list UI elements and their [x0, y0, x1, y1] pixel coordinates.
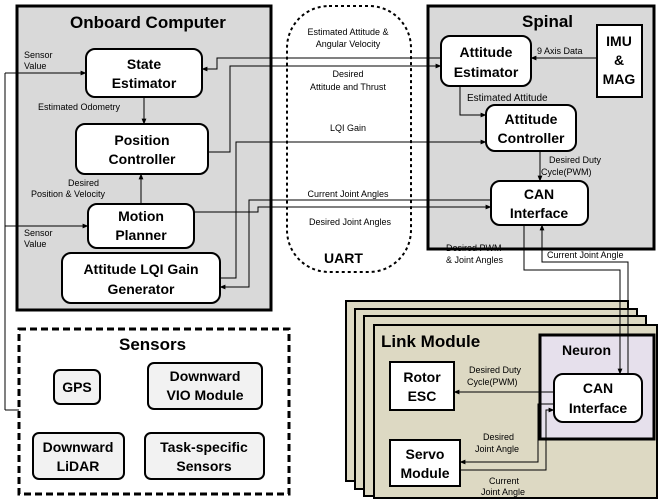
desired-att-thrust-line-2: Attitude and Thrust — [310, 82, 386, 92]
downward-vio-label-2: VIO Module — [167, 387, 244, 403]
current-joint-angle-label: Current Joint Angle — [547, 250, 624, 260]
imu-mag-block — [596, 24, 643, 98]
downward-lidar-label-2: LiDAR — [57, 458, 100, 474]
downward-lidar-label-1: Downward — [43, 439, 114, 455]
desired-duty-spinal-line-2: Cycle(PWM) — [541, 167, 592, 177]
downward-vio-label-1: Downward — [170, 368, 241, 384]
imu-label-2: & — [614, 52, 624, 68]
motion-planner-label-1: Motion — [118, 208, 164, 224]
task-sensors-label-2: Sensors — [176, 458, 231, 474]
lqi-generator-label-1: Attitude LQI Gain — [83, 261, 198, 277]
state-estimator-label-2: Estimator — [112, 75, 177, 91]
current-joint-angles-label: Current Joint Angles — [307, 189, 389, 199]
servo-label-1: Servo — [406, 446, 445, 462]
current-joint-angle-2-line-1: Current — [489, 476, 520, 486]
lqi-generator-label-2: Generator — [108, 281, 175, 297]
desired-joint-angle-line-2: Joint Angle — [475, 444, 519, 454]
motion-planner-label-2: Planner — [115, 227, 167, 243]
sensor-value-2-line-2: Value — [24, 239, 46, 249]
desired-joint-angles-label: Desired Joint Angles — [309, 217, 392, 227]
desired-pwm-joint-line-2: & Joint Angles — [446, 255, 504, 265]
position-controller-label-1: Position — [114, 132, 169, 148]
desired-pos-vel-line-2: Position & Velocity — [31, 189, 106, 199]
connection-lines — [4, 55, 629, 471]
lqi-gain-label: LQI Gain — [330, 123, 366, 133]
estimated-odometry-label: Estimated Odometry — [38, 102, 121, 112]
can-neuron-label-2: Interface — [569, 400, 628, 416]
imu-label-3: MAG — [603, 71, 636, 87]
uart-label: UART — [324, 250, 363, 266]
sensor-value-2-line-1: Sensor — [24, 228, 53, 238]
nine-axis-label: 9 Axis Data — [537, 46, 583, 56]
servo-module-block — [389, 439, 461, 487]
rotor-esc-label-2: ESC — [408, 388, 437, 404]
imu-label-1: IMU — [606, 33, 632, 49]
attitude-controller-label-2: Controller — [498, 130, 565, 146]
est-att-ang-vel-line-2: Angular Velocity — [316, 39, 381, 49]
desired-att-thrust-line-1: Desired — [332, 69, 363, 79]
can-spinal-label-1: CAN — [524, 186, 554, 202]
gps-label: GPS — [62, 379, 92, 395]
desired-duty-neuron-line-2: Cycle(PWM) — [467, 377, 518, 387]
desired-joint-angle-line-1: Desired — [483, 432, 514, 442]
rotor-esc-label-1: Rotor — [403, 369, 441, 385]
spinal-title: Spinal — [522, 12, 573, 31]
attitude-controller-block — [485, 104, 577, 152]
sensor-value-1-line-2: Value — [24, 61, 46, 71]
arrow-labels: Sensor Value Sensor Value Estimated Odom… — [24, 27, 624, 497]
current-joint-angle-2-line-2: Joint Angle — [481, 487, 525, 497]
downward-lidar-block — [32, 432, 125, 480]
servo-label-2: Module — [401, 465, 450, 481]
link-module-title: Link Module — [381, 332, 480, 351]
desired-pos-vel-line-1: Desired — [68, 178, 99, 188]
desired-pwm-joint-line-1: Desired PWM — [446, 243, 502, 253]
task-sensors-label-1: Task-specific — [160, 439, 248, 455]
attitude-estimator-label-1: Attitude — [460, 44, 513, 60]
desired-duty-spinal-line-1: Desired Duty — [549, 155, 602, 165]
downward-vio-block — [147, 362, 263, 410]
attitude-controller-label-1: Attitude — [505, 111, 558, 127]
task-sensors-block — [144, 432, 265, 480]
est-att-ang-vel-line-1: Estimated Attitude & — [307, 27, 388, 37]
attitude-estimator-label-2: Estimator — [454, 64, 519, 80]
uart-region — [286, 5, 412, 273]
can-spinal-label-2: Interface — [510, 205, 569, 221]
onboard-computer-title: Onboard Computer — [70, 13, 226, 32]
can-neuron-label-1: CAN — [583, 380, 613, 396]
can-interface-neuron-block — [553, 373, 643, 423]
sensors-title: Sensors — [119, 335, 186, 354]
gps-block — [53, 369, 101, 405]
sensor-value-1-line-1: Sensor — [24, 50, 53, 60]
state-estimator-label-1: State — [127, 56, 161, 72]
attitude-estimator-block — [440, 35, 532, 87]
neuron-title: Neuron — [562, 342, 611, 358]
rotor-esc-block — [389, 361, 455, 411]
desired-duty-neuron-line-1: Desired Duty — [469, 365, 522, 375]
estimated-attitude-label: Estimated Attitude — [467, 93, 548, 104]
position-controller-label-2: Controller — [109, 151, 176, 167]
